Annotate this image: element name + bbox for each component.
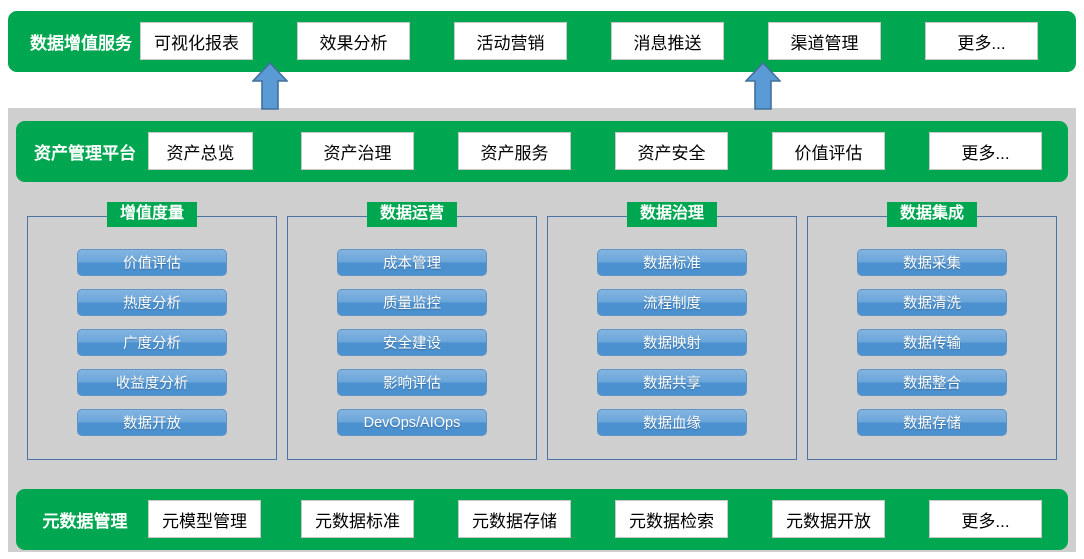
panel-item-value-added-measurement-2[interactable]: 广度分析 [77,329,227,356]
panel-body-data-operations: 成本管理质量监控安全建设影响评估 DevOps/AIOps [288,249,536,436]
panel-item-data-integration-4[interactable]: 数据存储 [857,409,1007,436]
chip-asset-management-platform-1[interactable]: 资产治理 [301,132,414,170]
chip-value-added-services-0[interactable]: 可视化报表 [140,22,253,60]
panel-item-data-operations-0[interactable]: 成本管理 [337,249,487,276]
bar-title-metadata-management: 元数据管理 [42,512,128,531]
panel-item-data-governance-0[interactable]: 数据标准 [597,249,747,276]
bar-asset-management-platform: 资产管理平台资产总览 资产治理 资产服务 资产安全 价值评估 更多... [16,121,1068,182]
panel-item-data-integration-2[interactable]: 数据传输 [857,329,1007,356]
chip-value-added-services-3[interactable]: 消息推送 [611,22,724,60]
panel-item-data-integration-0[interactable]: 数据采集 [857,249,1007,276]
bar-title-asset-management-platform: 资产管理平台 [34,144,136,163]
chip-asset-management-platform-2[interactable]: 资产服务 [458,132,571,170]
panel-title-data-integration: 数据集成 [886,202,978,227]
panel-body-data-governance: 数据标准流程制度数据映射数据共享数据血缘 [548,249,796,436]
chip-asset-management-platform-5[interactable]: 更多... [929,132,1042,170]
chip-value-added-services-5[interactable]: 更多... [925,22,1038,60]
chip-value-added-services-1[interactable]: 效果分析 [297,22,410,60]
panel-item-data-operations-2[interactable]: 安全建设 [337,329,487,356]
bar-value-added-services: 数据增值服务可视化报表 效果分析 活动营销 消息推送 渠道管理 更多... [8,11,1076,72]
panel-item-data-governance-1[interactable]: 流程制度 [597,289,747,316]
panel-body-data-integration: 数据采集数据清洗数据传输数据整合数据存储 [808,249,1056,436]
panel-item-value-added-measurement-4[interactable]: 数据开放 [77,409,227,436]
panel-item-data-integration-3[interactable]: 数据整合 [857,369,1007,396]
panel-value-added-measurement: 增值度量价值评估热度分析广度分析收益度分析数据开放 [27,202,277,460]
panel-item-value-added-measurement-3[interactable]: 收益度分析 [77,369,227,396]
panel-data-governance: 数据治理数据标准流程制度数据映射数据共享数据血缘 [547,202,797,460]
panel-item-data-governance-2[interactable]: 数据映射 [597,329,747,356]
bar-title-value-added-services: 数据增值服务 [30,34,132,53]
panel-item-data-operations-1[interactable]: 质量监控 [337,289,487,316]
chip-metadata-management-0[interactable]: 元模型管理 [148,500,261,538]
panel-item-data-operations-4[interactable]: DevOps/AIOps [337,409,487,436]
chip-metadata-management-2[interactable]: 元数据存储 [458,500,571,538]
panel-data-integration: 数据集成数据采集数据清洗数据传输数据整合数据存储 [807,202,1057,460]
chip-asset-management-platform-4[interactable]: 价值评估 [772,132,885,170]
panel-title-data-governance: 数据治理 [626,202,718,227]
panel-item-data-operations-3[interactable]: 影响评估 [337,369,487,396]
panel-item-value-added-measurement-1[interactable]: 热度分析 [77,289,227,316]
chip-metadata-management-4[interactable]: 元数据开放 [772,500,885,538]
arrow-up-left-icon [251,61,289,110]
chip-metadata-management-3[interactable]: 元数据检索 [615,500,728,538]
panel-data-operations: 数据运营成本管理质量监控安全建设影响评估 DevOps/AIOps [287,202,537,460]
chip-metadata-management-1[interactable]: 元数据标准 [301,500,414,538]
panel-body-value-added-measurement: 价值评估热度分析广度分析收益度分析数据开放 [28,249,276,436]
panel-item-data-governance-3[interactable]: 数据共享 [597,369,747,396]
chip-asset-management-platform-0[interactable]: 资产总览 [148,132,253,170]
chip-value-added-services-4[interactable]: 渠道管理 [768,22,881,60]
panel-title-value-added-measurement: 增值度量 [106,202,198,227]
chip-asset-management-platform-3[interactable]: 资产安全 [615,132,728,170]
panel-item-data-integration-1[interactable]: 数据清洗 [857,289,1007,316]
chip-metadata-management-5[interactable]: 更多... [929,500,1042,538]
bar-metadata-management: 元数据管理 元模型管理 元数据标准 元数据存储 元数据检索 元数据开放 更多... [16,489,1068,550]
panel-item-data-governance-4[interactable]: 数据血缘 [597,409,747,436]
panel-item-value-added-measurement-0[interactable]: 价值评估 [77,249,227,276]
panel-title-data-operations: 数据运营 [366,202,458,227]
arrow-up-right-icon [744,61,782,110]
chip-value-added-services-2[interactable]: 活动营销 [454,22,567,60]
